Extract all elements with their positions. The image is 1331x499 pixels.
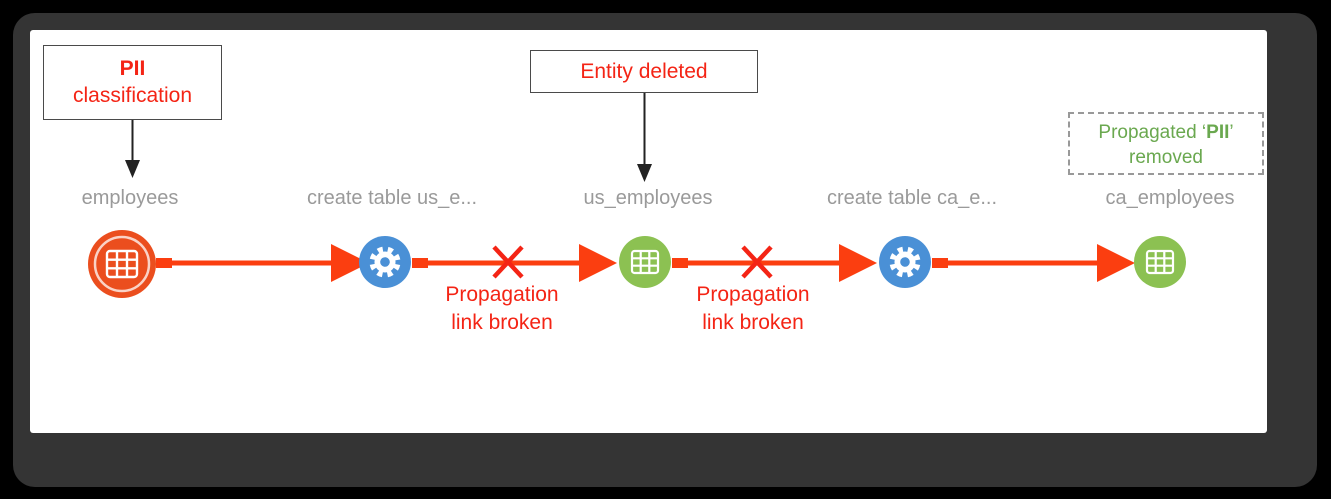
table-icon	[1145, 249, 1175, 275]
node-us-employees[interactable]	[619, 236, 671, 293]
callout-entity-deleted: Entity deleted	[530, 50, 758, 93]
node-ca-employees[interactable]	[1134, 236, 1186, 293]
node-create-table-ca[interactable]	[879, 236, 931, 293]
node-label-create-table-ca: create table ca_e...	[826, 187, 998, 209]
broken-link-line1: Propagation	[696, 283, 810, 306]
callout-propagated-line1: Propagated ‘PII’	[1070, 120, 1262, 145]
broken-link-line2: link broken	[702, 311, 804, 334]
propagated-tag: PII	[1206, 122, 1230, 143]
broken-link-label: Propagation link broken	[392, 281, 612, 337]
broken-link-line1: Propagation	[445, 283, 559, 306]
table-icon	[105, 249, 139, 279]
callout-pii-classification: PII classification	[43, 45, 222, 120]
broken-link-line2: link broken	[451, 311, 553, 334]
table-icon	[630, 249, 660, 275]
callout-pii-line1: PII	[119, 57, 146, 80]
lineage-canvas	[30, 30, 1267, 433]
node-label-create-table-us: create table us_e...	[306, 187, 478, 209]
broken-link-label: Propagation link broken	[643, 281, 863, 337]
callout-pii-line2: classification	[72, 84, 193, 107]
node-create-table-us[interactable]	[359, 236, 411, 293]
callout-entity-deleted-text: Entity deleted	[580, 60, 708, 83]
selection-ring	[93, 235, 151, 293]
node-employees[interactable]	[87, 229, 157, 304]
node-label-us-employees: us_employees	[583, 187, 713, 209]
callout-propagated-pii-removed: Propagated ‘PII’ removed	[1068, 112, 1264, 175]
propagated-suffix: ’	[1229, 122, 1234, 143]
propagated-prefix: Propagated ‘	[1098, 122, 1207, 143]
node-label-ca-employees: ca_employees	[1105, 187, 1235, 209]
callout-propagated-line2: removed	[1129, 147, 1203, 168]
node-label-employees: employees	[81, 187, 179, 209]
